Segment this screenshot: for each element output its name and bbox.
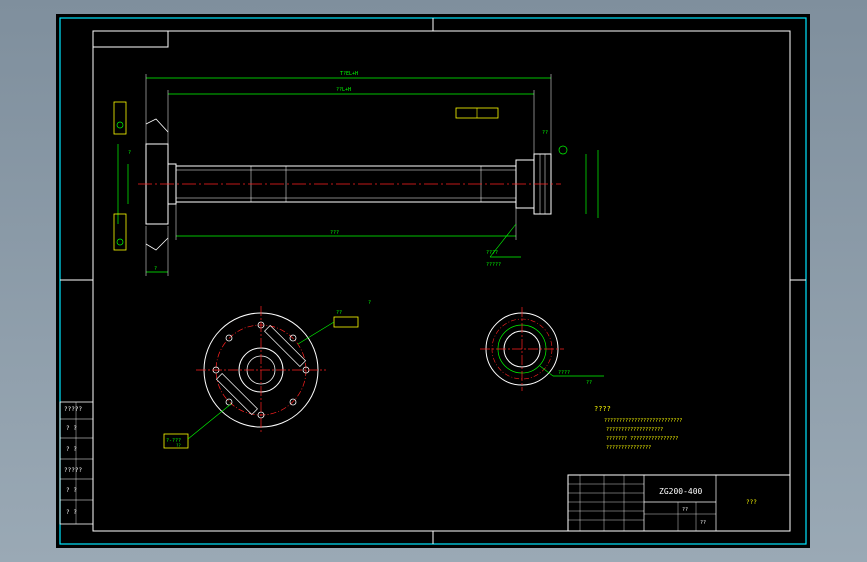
side-table: ????? ? ? ? ? ????? ? ? ? ? (59, 401, 94, 525)
title-drawing-number: ZG200-400 (659, 487, 703, 496)
tech-line-4: ??????????????? (606, 445, 651, 451)
shaft-view: T?EL+H ??L+H (113, 71, 599, 276)
left-tolerance-frame-bottom (113, 213, 127, 251)
tolerance-left: ? (128, 150, 131, 156)
flange-tag: ? (368, 300, 371, 306)
title-block: ZG200-400 ??? ?? ?? (567, 474, 791, 532)
side-table-row-4: ????? (64, 467, 82, 474)
title-scale: ?? (682, 507, 688, 513)
left-tolerance-frame-top (113, 101, 127, 135)
side-table-row-2: ? ? (66, 425, 77, 432)
side-table-row-1: ????? (64, 406, 82, 413)
sheet-outer-border (59, 17, 807, 545)
side-table-row-3: ? ? (66, 446, 77, 453)
tech-line-1: ?????????????????????????? (604, 418, 682, 424)
drawing-canvas[interactable]: ????? ? ? ? ? ????? ? ? ? ? T?EL+H ??L+H (56, 14, 810, 548)
flange-view: ?-??? ?? ?? ? (163, 300, 371, 449)
dim-shaft-label: ??? (330, 230, 339, 236)
technical-requirements: ???? ?????????????????????????? ????????… (594, 405, 682, 451)
flange-tol-box (333, 316, 359, 328)
tech-line-2: ??????????????????? (606, 427, 663, 433)
tech-line-3: ??????? ???????????????? (606, 436, 678, 442)
ring-callout-2: ?? (586, 380, 592, 386)
corner-box-top-left (93, 31, 169, 48)
flange-label: ?? (336, 310, 342, 316)
ring-callout: ???? (558, 370, 570, 376)
side-table-row-6: ? ? (66, 509, 77, 516)
thread-note: ???? (486, 250, 498, 256)
tech-heading: ???? (594, 405, 611, 413)
dim-overall-label: T?EL+H (340, 71, 358, 77)
title-sheet: ?? (700, 520, 706, 526)
dim-left-label: ? (154, 266, 157, 272)
thread-note-2: ????? (486, 262, 501, 268)
ring-view: ???? ?? (480, 307, 604, 391)
bracket-right: ?? (542, 130, 548, 136)
cad-drawing: ????? ? ? ? ? ????? ? ? ? ? T?EL+H ??L+H (59, 17, 807, 545)
side-table-row-5: ? ? (66, 487, 77, 494)
flange-callout-box (163, 433, 189, 449)
dim-inner-label: ??L+H (336, 87, 351, 93)
sheet-inner-border (92, 30, 791, 532)
title-company: ??? (746, 499, 757, 506)
flange-callout: ?-??? (166, 438, 181, 444)
flange-callout-2: ?? (176, 443, 181, 448)
